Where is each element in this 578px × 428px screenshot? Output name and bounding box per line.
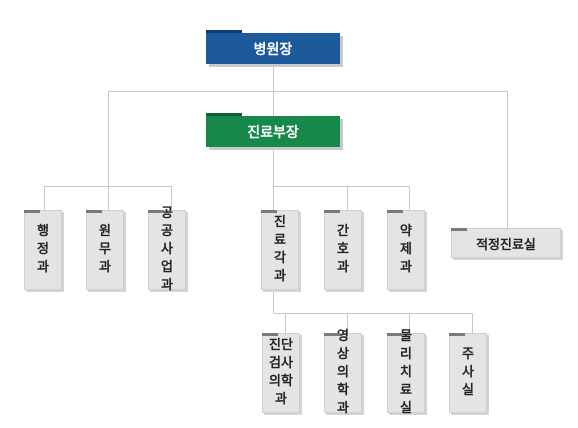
director-node: 병원장 [206, 30, 340, 64]
clinical-sub-dept-label: 주사실 [462, 347, 474, 398]
medical-director-node: 진료부장 [206, 113, 340, 147]
medical-dept-node: 진료각과 [261, 210, 299, 290]
medical-dept-node: 약제과 [387, 210, 425, 290]
clinical-sub-dept-label: 물리치료실 [400, 329, 412, 416]
medical-dept-node: 간호과 [324, 210, 362, 290]
appropriate-care-label: 적정진료실 [476, 237, 536, 253]
medical-director-label: 진료부장 [247, 124, 299, 141]
admin-dept-node: 행정과 [24, 210, 62, 290]
appropriate-care-node: 적정진료실 [451, 228, 561, 258]
medical-dept-label: 진료각과 [274, 215, 286, 284]
clinical-sub-dept-label: 진단검사의학과 [269, 338, 293, 407]
admin-dept-label: 원무과 [99, 224, 111, 275]
clinical-sub-dept-label: 영상의학과 [337, 329, 349, 416]
medical-dept-label: 약제과 [400, 224, 412, 275]
admin-dept-label: 공공사업과 [161, 206, 173, 293]
director-label: 병원장 [253, 41, 293, 58]
admin-dept-label: 행정과 [37, 224, 49, 275]
admin-dept-node: 원무과 [86, 210, 124, 290]
clinical-sub-dept-node: 물리치료실 [387, 329, 425, 416]
medical-dept-label: 간호과 [337, 224, 349, 275]
clinical-sub-dept-node: 진단검사의학과 [262, 333, 300, 413]
admin-dept-node: 공공사업과 [148, 206, 186, 293]
clinical-sub-dept-node: 주사실 [449, 333, 487, 413]
clinical-sub-dept-node: 영상의학과 [324, 329, 362, 416]
